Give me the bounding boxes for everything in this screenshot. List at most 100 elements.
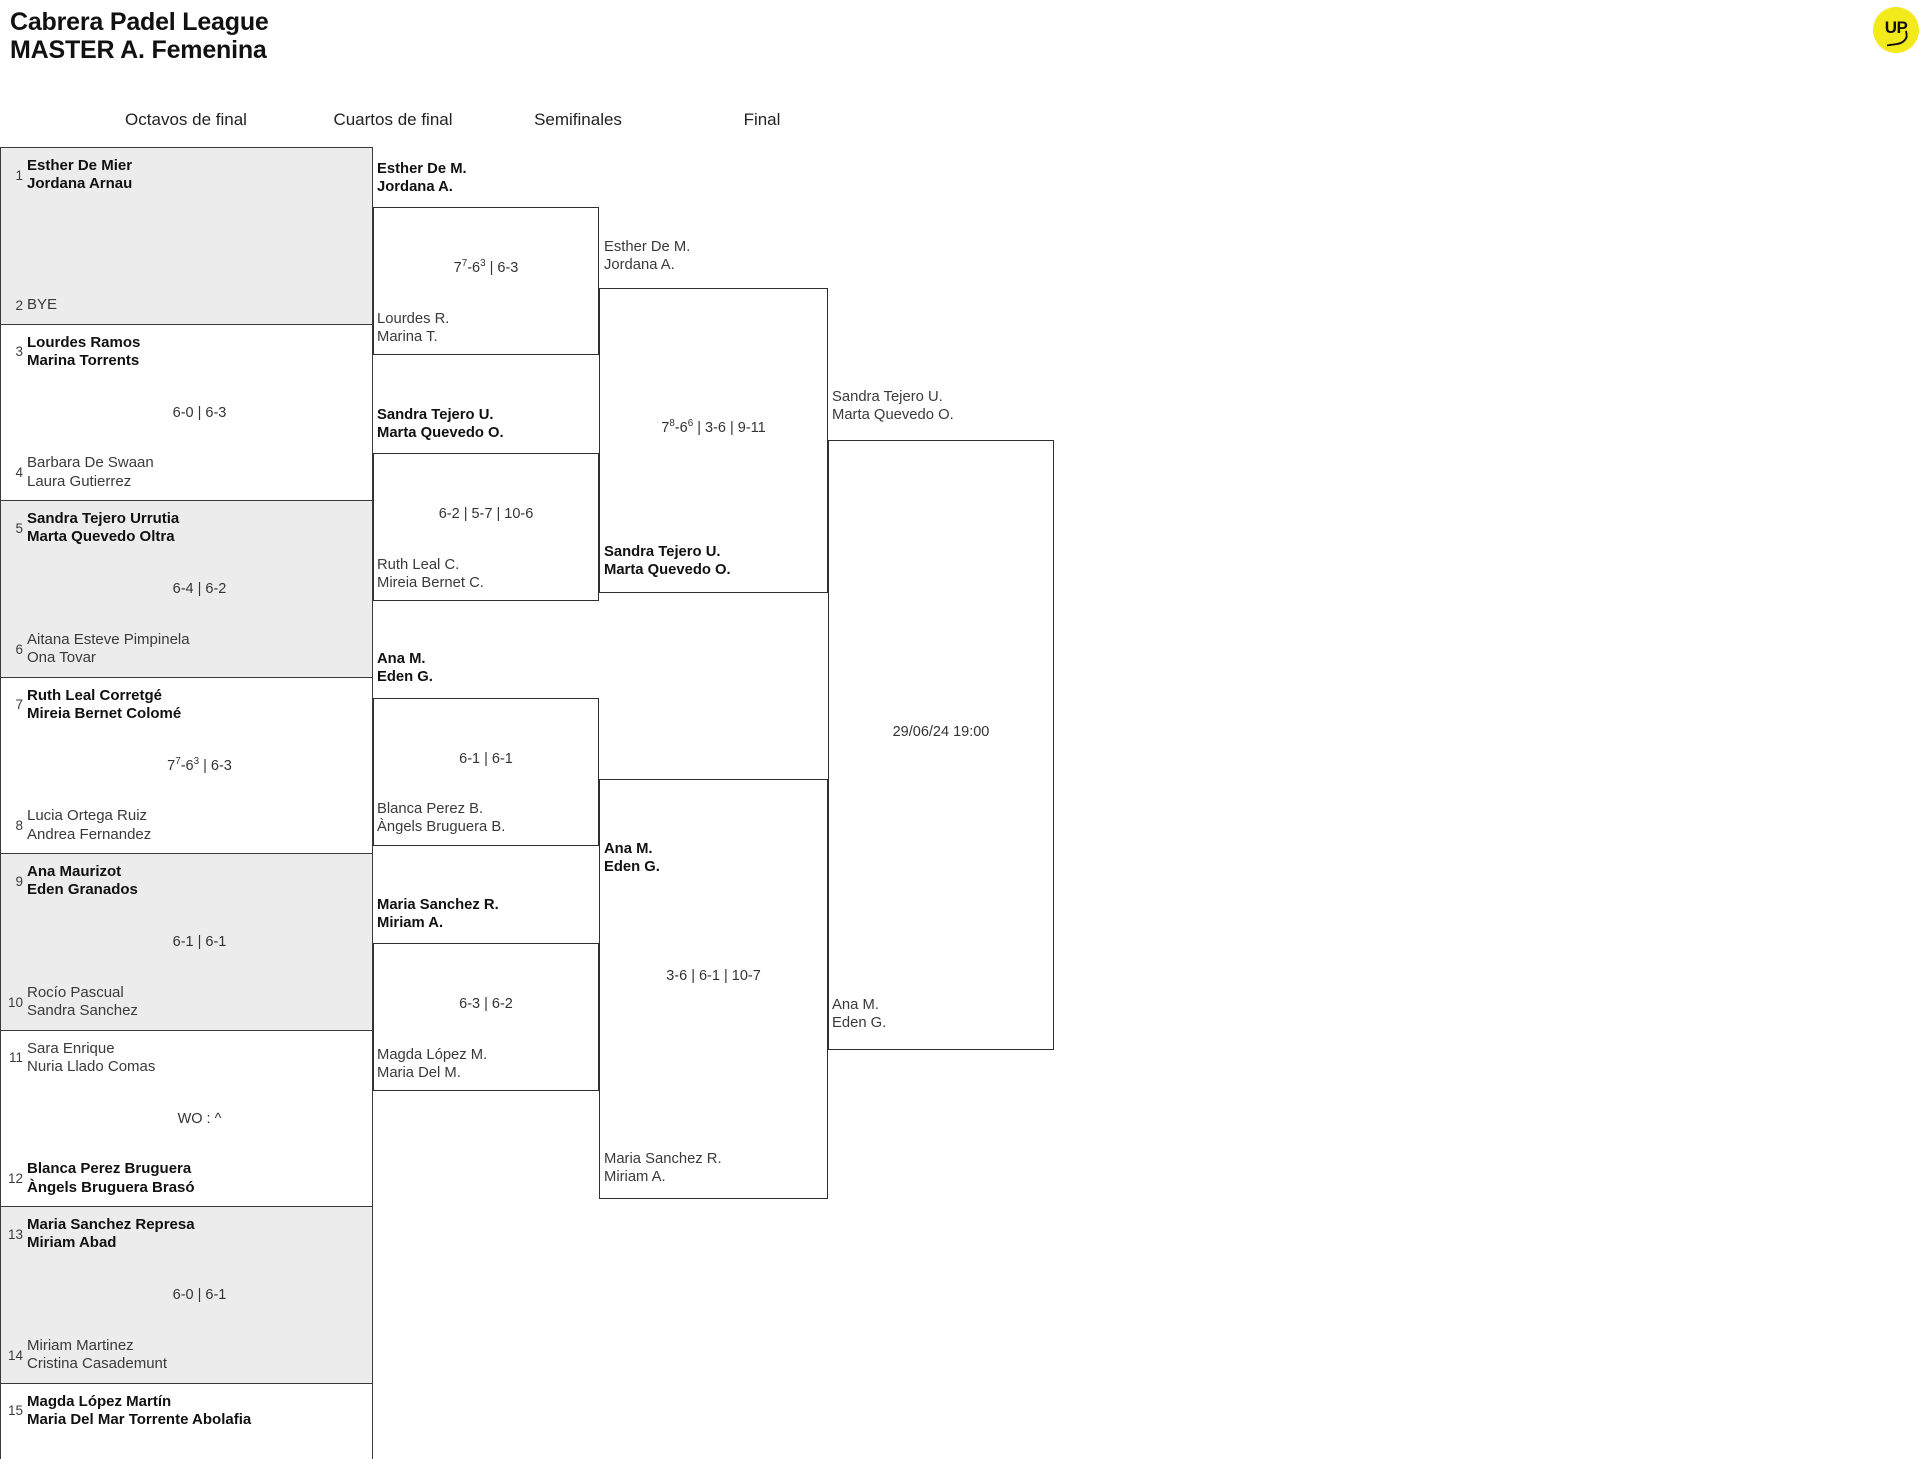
match-score: 77-63 | 6-3: [167, 755, 232, 774]
player-name: Àngels Bruguera B.: [377, 819, 506, 836]
player-name: Eden G.: [832, 1015, 887, 1032]
swoosh-icon: [1885, 30, 1909, 47]
match-score: 77-63 | 6-3: [453, 258, 519, 276]
up-logo-text: UP: [1884, 17, 1908, 37]
match-box[interactable]: 29/06/24 19:00: [828, 440, 1054, 1050]
player-name: Ana M.: [377, 651, 426, 667]
match-box[interactable]: 6-1 | 6-1: [373, 698, 599, 846]
team-name[interactable]: Sandra Tejero U.Marta Quevedo O.: [377, 406, 504, 443]
player-name: Jordana Arnau: [27, 175, 133, 193]
team-name[interactable]: BYE: [27, 296, 57, 314]
match-box[interactable]: 77-63 | 6-3: [373, 207, 599, 355]
team-name[interactable]: Maria Sanchez R. Miriam A.: [604, 1150, 722, 1187]
player-name: Ana M.: [832, 997, 879, 1013]
team-name[interactable]: Ana M. Eden G.: [832, 996, 886, 1033]
up-logo[interactable]: UP: [1873, 7, 1919, 53]
team-name[interactable]: Maria Sanchez R.Miriam A.: [377, 896, 499, 933]
round-heading-octavos: Octavos de final: [125, 110, 247, 129]
player-name: Sandra Tejero U.: [832, 389, 943, 405]
team-name[interactable]: Sandra Tejero U.Marta Quevedo O.: [832, 388, 954, 425]
player-name: Magda López Martín: [27, 1392, 172, 1410]
team-name[interactable]: Blanca Perez B.Àngels Bruguera B.: [377, 800, 505, 837]
seed-number: 1: [15, 167, 23, 183]
player-name: Jordana A.: [377, 179, 453, 196]
player-name: Lourdes R.: [377, 311, 450, 327]
match-score: 6-0 | 6-1: [172, 1287, 227, 1303]
match-score: 3-6 | 6-1 | 10-7: [666, 968, 761, 984]
player-name: Sandra Tejero U.: [604, 544, 721, 560]
team-name[interactable]: Ana M.Eden G.: [377, 650, 433, 687]
match-score: 6-4 | 6-2: [172, 581, 227, 597]
player-name: Maria Sanchez Represa: [27, 1216, 195, 1233]
match-score: 6-1 | 6-1: [172, 934, 227, 950]
player-name: Barbara De Swaan: [27, 454, 154, 472]
player-name: Miriam A.: [604, 1169, 666, 1186]
team-name[interactable]: Sandra Tejero U.Marta Quevedo O.: [604, 543, 731, 580]
tournament-name: Cabrera Padel League: [10, 8, 269, 36]
player-name: Sandra Tejero Urrutia: [27, 510, 180, 527]
player-name: Sandra Sanchez: [27, 1002, 138, 1020]
team-name[interactable]: Esther De M.Jordana A.: [377, 160, 467, 197]
player-name: Ana M.: [604, 841, 653, 857]
player-name: Laura Gutierrez: [27, 472, 132, 490]
player-name: Marina Torrents: [27, 351, 140, 369]
player-name: Magda López M.: [377, 1047, 488, 1063]
player-name: Eden Granados: [27, 881, 138, 899]
match-box[interactable]: 6-2 | 5-7 | 10-6: [373, 453, 599, 601]
player-name: Maria Sanchez R.: [604, 1151, 722, 1167]
match-box[interactable]: 78-66 | 3-6 | 9-11: [599, 288, 828, 593]
match-box[interactable]: 6-3 | 6-2: [373, 943, 599, 1091]
player-name: Jordana A.: [604, 257, 675, 274]
team-name[interactable]: Lourdes R.Marina T.: [377, 310, 449, 347]
team-name[interactable]: Ana M.Eden G.: [604, 840, 660, 877]
seed-number: 2: [15, 297, 23, 313]
seed-number: 14: [7, 1347, 23, 1363]
player-name: Mireia Bernet C.: [377, 575, 484, 592]
seed-number: 5: [15, 520, 23, 536]
match-score: 6-3 | 6-2: [459, 996, 513, 1012]
match-box[interactable]: 3-6 | 6-1 | 10-7: [599, 779, 828, 1199]
team-name[interactable]: Ruth Leal C.Mireia Bernet C.: [377, 556, 484, 593]
team-name[interactable]: Esther De M.Jordana A.: [604, 238, 690, 275]
team-name[interactable]: Magda López M.Maria Del M.: [377, 1046, 487, 1083]
